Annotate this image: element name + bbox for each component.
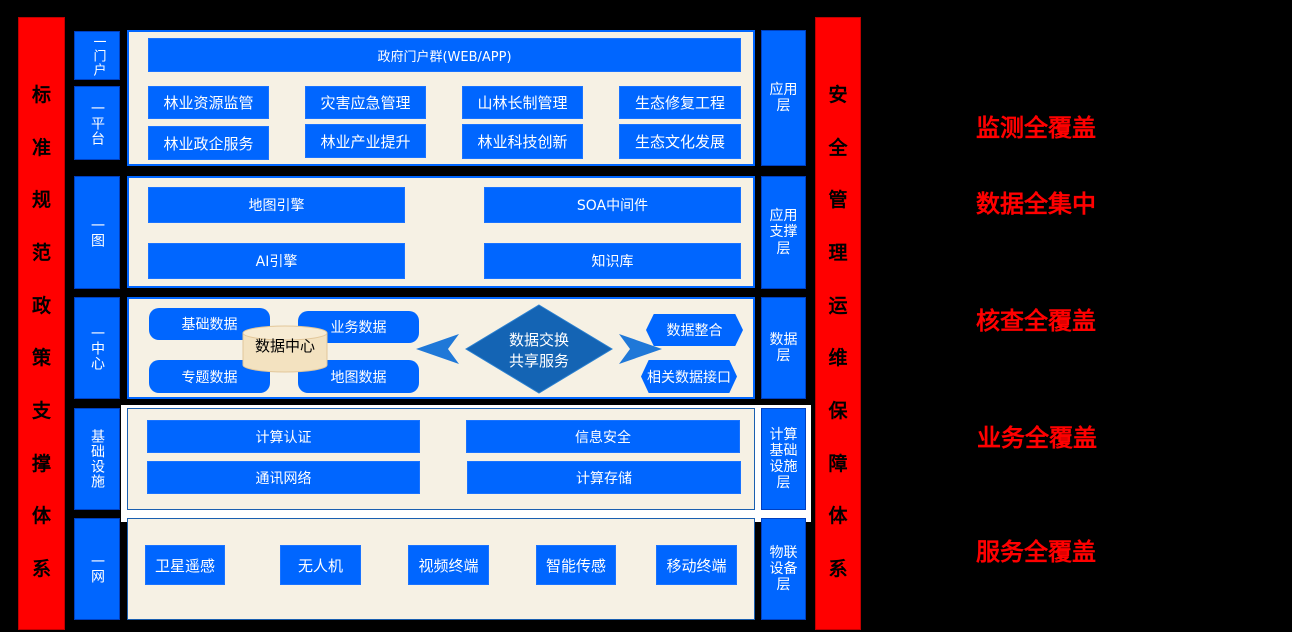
portal-panel: 政府门户群(WEB/APP) 林业资源监管 灾害应急管理 山林长制管理 生态修复…: [127, 30, 755, 166]
right-bar-char: 保: [828, 399, 848, 422]
right-bar-char: 理: [828, 241, 848, 264]
left-bar-char: 支: [31, 399, 51, 422]
slogan: 数据全集中: [976, 190, 1096, 218]
left-support-bar: 标 准 规 范 政 策 支 撑 体 系: [18, 17, 65, 630]
right-bar-char: 管: [828, 189, 848, 212]
app-box: 林业资源监管: [148, 86, 269, 119]
right-bar-char: 全: [828, 136, 848, 159]
app-box: 林业产业提升: [305, 124, 426, 158]
left-bar-char: 规: [31, 189, 51, 212]
net-panel: 卫星遥感 无人机 视频终端 智能传感 移动终端: [127, 518, 755, 620]
left-bar-char: 体: [31, 505, 51, 528]
infra-box: 通讯网络: [147, 461, 420, 494]
slogan: 核查全覆盖: [976, 307, 1096, 335]
interface-box: 相关数据接口: [641, 360, 737, 393]
device-box: 智能传感: [536, 545, 616, 585]
right-bar-char: 障: [828, 452, 848, 475]
infra-left-label: 基础设施: [74, 408, 120, 510]
portal-banner: 政府门户群(WEB/APP): [148, 38, 741, 72]
map-left-label: 一图: [74, 176, 120, 289]
infra-panel: 计算认证 信息安全 通讯网络 计算存储: [127, 408, 755, 510]
support-box: 知识库: [484, 243, 741, 279]
exchange-line-2: 共享服务: [508, 352, 569, 370]
center-panel: 基础数据 业务数据 专题数据 地图数据 数据中心 数据交换 共享服务 数据整合 …: [127, 297, 755, 399]
net-right-label: 物联设备层: [761, 518, 806, 620]
net-left-label: 一网: [74, 518, 120, 620]
integrate-box: 数据整合: [646, 314, 743, 346]
infra-box: 信息安全: [466, 420, 740, 453]
map-panel: 地图引擎 SOA中间件 AI引擎 知识库: [127, 176, 755, 288]
right-security-bar: 安 全 管 理 运 维 保 障 体 系: [815, 17, 861, 630]
slogan: 服务全覆盖: [976, 538, 1096, 566]
app-box: 林业政企服务: [148, 126, 269, 160]
right-bar-char: 运: [828, 294, 848, 317]
center-left-label: 一中心: [74, 297, 120, 399]
device-box: 卫星遥感: [145, 545, 225, 585]
data-box: 专题数据: [149, 360, 270, 393]
device-box: 无人机: [280, 545, 361, 585]
left-bar-char: 准: [31, 136, 51, 159]
data-center-cylinder-icon: [242, 325, 328, 373]
left-bar-char: 策: [31, 347, 51, 370]
support-box: SOA中间件: [484, 187, 741, 223]
app-box: 山林长制管理: [462, 86, 583, 119]
app-box: 林业科技创新: [462, 124, 583, 159]
data-center-label: 数据中心: [254, 337, 315, 355]
app-box: 生态修复工程: [619, 86, 741, 119]
infra-box: 计算存储: [467, 461, 741, 494]
right-bar-char: 体: [828, 505, 848, 528]
center-right-label: 数据层: [761, 297, 806, 399]
map-right-label: 应用支撑层: [761, 176, 806, 289]
app-box: 生态文化发展: [619, 124, 741, 159]
slogan: 业务全覆盖: [977, 424, 1097, 452]
exchange-line-1: 数据交换: [508, 331, 569, 349]
device-box: 移动终端: [656, 545, 737, 585]
data-box: 地图数据: [298, 360, 419, 393]
device-box: 视频终端: [408, 545, 489, 585]
exchange-arrows-icon: [416, 304, 662, 394]
data-box: 基础数据: [149, 308, 270, 340]
slogan: 监测全覆盖: [976, 114, 1096, 142]
support-box: AI引擎: [148, 243, 405, 279]
infra-right-label: 计算基础设施层: [761, 408, 806, 510]
platform-left-label: 一平台: [74, 86, 120, 160]
portal-right-label: 应用层: [761, 30, 806, 166]
app-box: 灾害应急管理: [305, 86, 426, 119]
left-bar-char: 政: [31, 294, 51, 317]
infra-box: 计算认证: [147, 420, 420, 453]
left-bar-char: 系: [31, 557, 51, 580]
left-bar-char: 范: [31, 241, 51, 264]
left-bar-char: 撑: [31, 452, 51, 475]
right-bar-char: 系: [828, 557, 848, 580]
portal-left-label: 一门户: [74, 31, 120, 80]
left-bar-char: 标: [31, 84, 51, 106]
right-bar-char: 安: [828, 84, 848, 106]
support-box: 地图引擎: [148, 187, 405, 223]
right-bar-char: 维: [828, 347, 848, 370]
